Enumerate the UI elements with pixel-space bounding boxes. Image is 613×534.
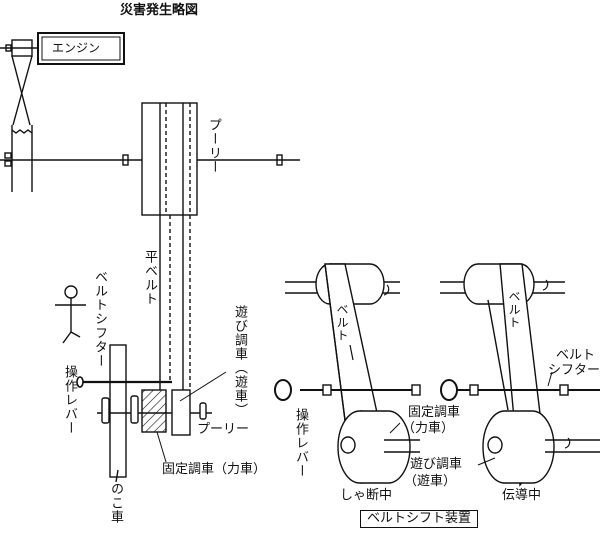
fixed-pulley — [141, 389, 167, 433]
loose-pulley-label-right-line1: 遊び調車 — [410, 457, 463, 472]
top-pulley-label: プーリー — [206, 118, 221, 174]
fixed-pulley-label: 固定調車（力車） — [162, 462, 267, 477]
belt-shift-device-off — [274, 263, 421, 484]
engine-label: エンジン — [52, 41, 101, 55]
operating-lever-label-right: 操作レバー — [293, 408, 308, 478]
fixed-pulley-leader — [156, 431, 167, 463]
diagram-title: 災害発生略図 — [120, 3, 199, 18]
belt-shifter-label-line2: シフター — [548, 363, 601, 378]
flat-belt — [159, 215, 191, 390]
state-off-label: しゃ断中 — [340, 488, 393, 503]
belt-shift-device-caption: ベルトシフト装置 — [360, 510, 479, 528]
operating-lever-label: 操作レバー — [62, 365, 77, 435]
fixed-pulley-leader-right — [389, 422, 401, 434]
top-pulley — [141, 102, 198, 216]
loose-pulley-leader — [179, 371, 227, 402]
flat-belt-label: 平ベルト — [142, 250, 157, 306]
belt-shifter-label: ベルトシフター — [92, 270, 107, 368]
saw-wheel — [109, 344, 127, 483]
fixed-pulley-label-right-line1: 固定調車 — [408, 405, 461, 420]
loose-pulley-leader-right — [477, 457, 496, 466]
loose-pulley-label: 遊び調車（遊車） — [232, 305, 247, 417]
belt-shift-device-on — [440, 263, 600, 487]
loose-pulley — [171, 389, 191, 436]
fixed-pulley-label-right-line2: （力車） — [402, 421, 455, 436]
saw-wheel-label: のこ車 — [108, 482, 123, 524]
shifter-rod — [76, 376, 172, 388]
belt-label-on: ベルト — [507, 290, 521, 329]
belt-shifter-label-line1: ベルト — [556, 348, 596, 363]
lower-pulley-label: プーリー — [197, 422, 250, 437]
belt-label-off: ベルト — [335, 303, 349, 342]
loose-pulley-label-right-line2: （遊車） — [404, 474, 457, 489]
state-on-label: 伝導中 — [502, 488, 542, 503]
worker-figure — [55, 285, 86, 344]
